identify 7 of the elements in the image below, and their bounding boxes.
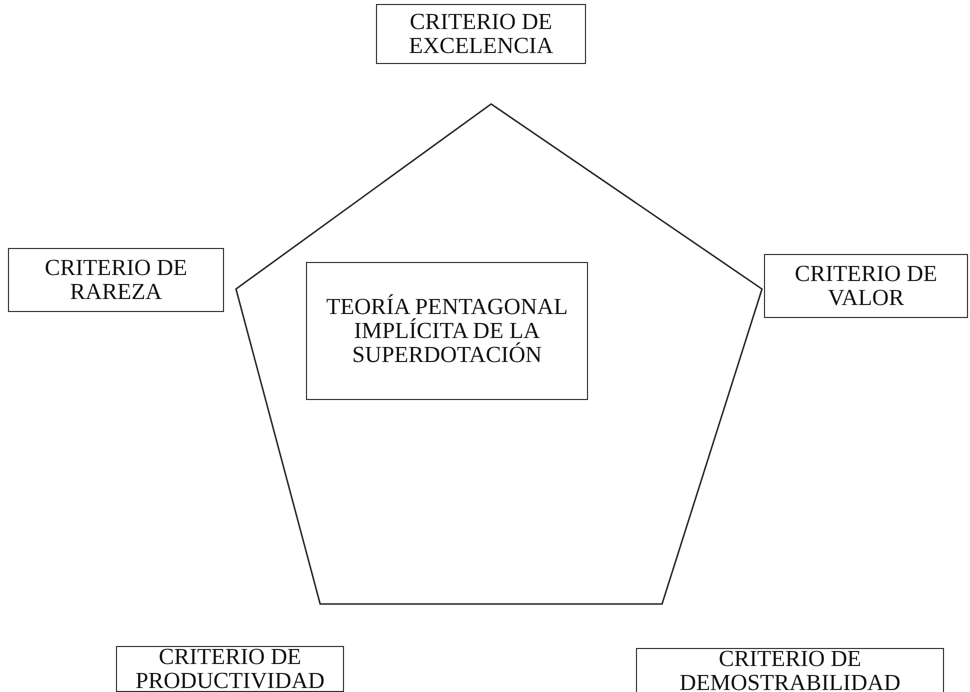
criterion-box: CRITERIO DE VALOR <box>764 254 968 318</box>
criterion-box: CRITERIO DE DEMOSTRABILIDAD <box>636 648 944 692</box>
criterion-box: CRITERIO DE RAREZA <box>8 248 224 312</box>
criterion-box: CRITERIO DE EXCELENCIA <box>376 4 586 64</box>
title-box: TEORÍA PENTAGONAL IMPLÍCITA DE LA SUPERDOTACIÓN <box>306 262 588 400</box>
pentagon-outline <box>236 104 762 604</box>
criterion-box: CRITERIO DE PRODUCTIVIDAD <box>116 646 344 692</box>
